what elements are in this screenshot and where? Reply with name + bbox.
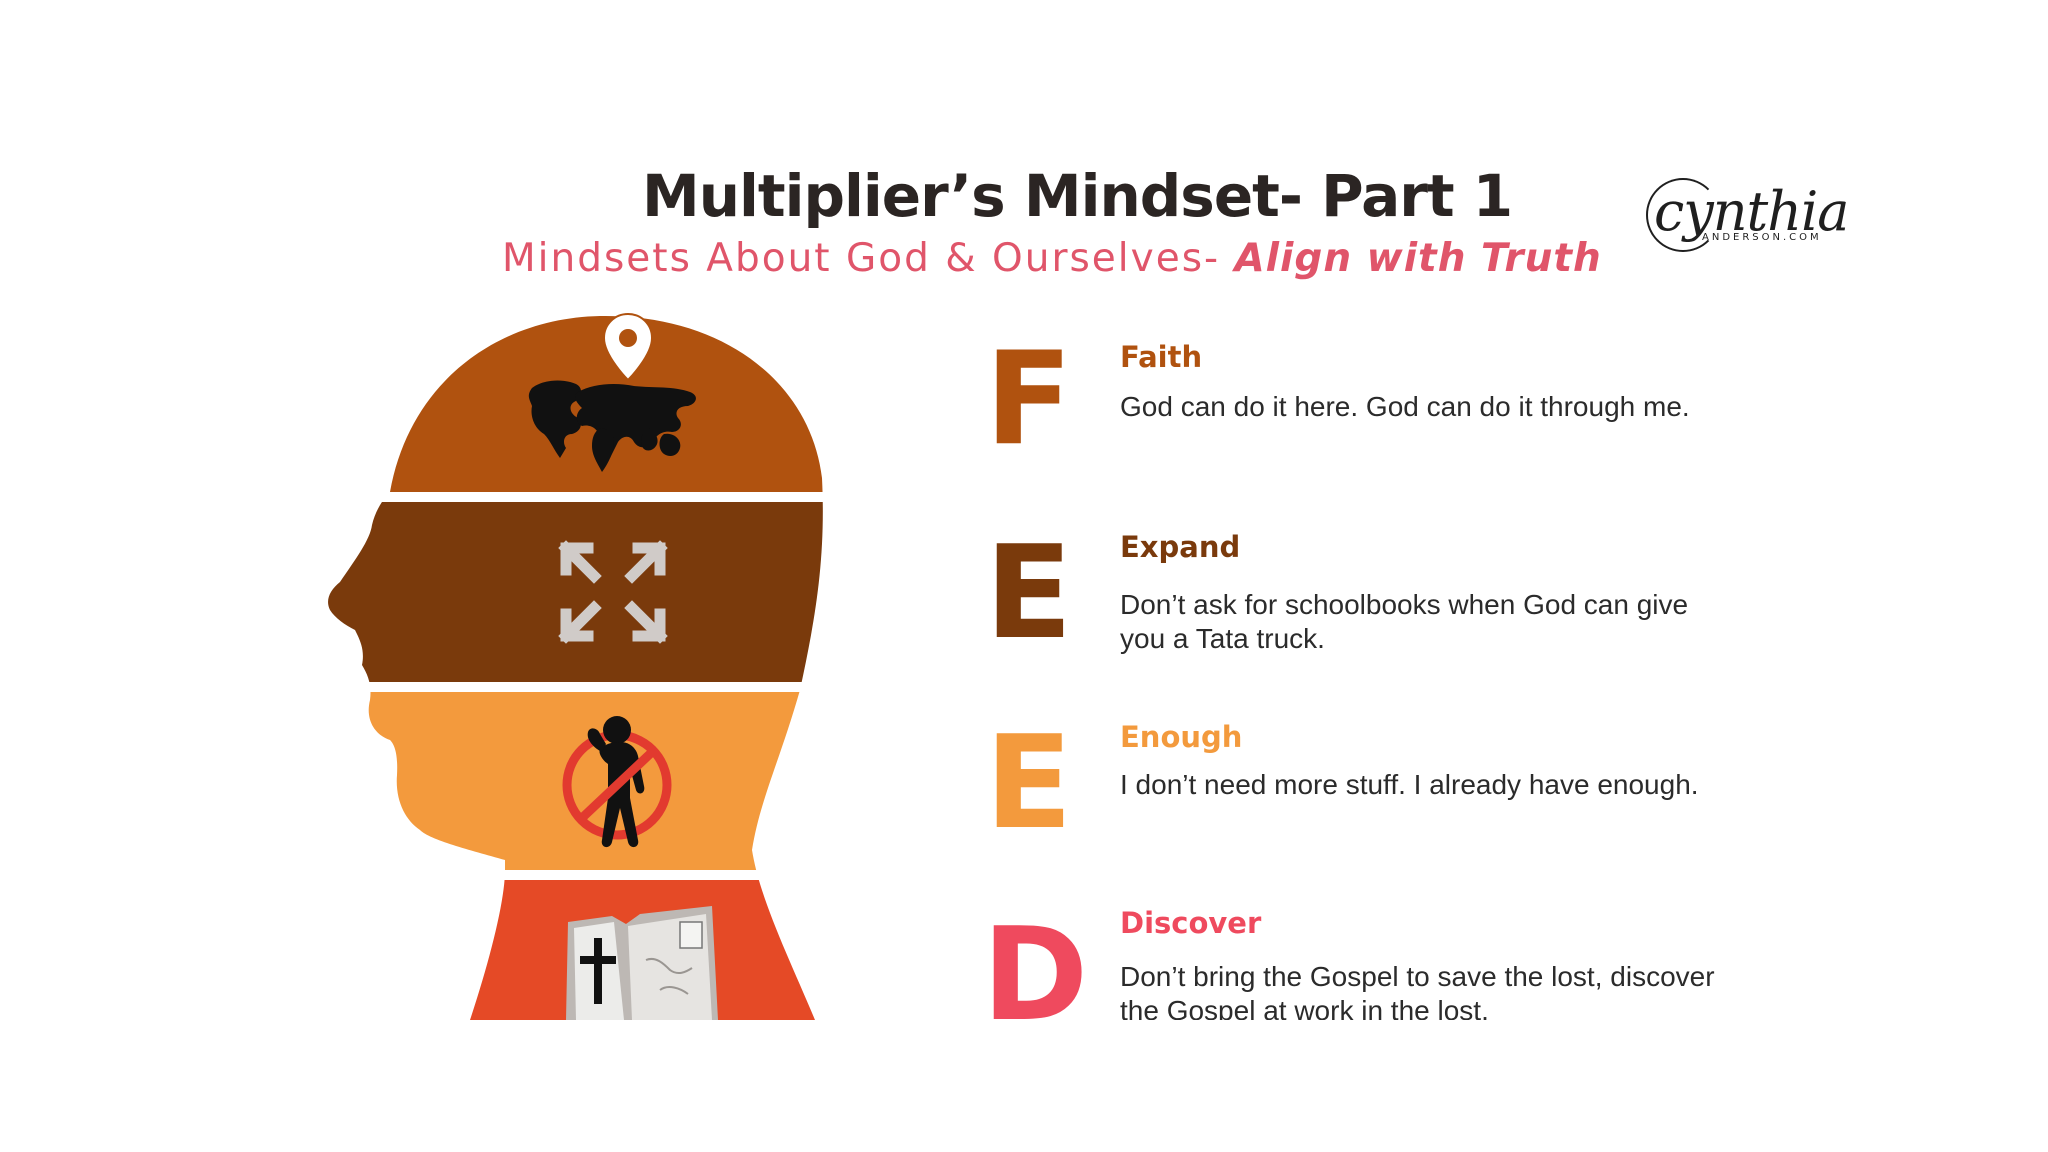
item-body-enough: I don’t need more stuff. I already have … (1120, 769, 1699, 800)
letter-e-enough: E (985, 709, 1073, 858)
item-heading-faith: Faith (1120, 340, 1203, 374)
band-expand (328, 502, 823, 682)
band-enough (328, 692, 823, 870)
world-map-pin-icon (528, 312, 696, 472)
letter-d: D (982, 901, 1089, 1050)
subtitle-emphasis: Align with Truth (1234, 236, 1602, 281)
logo-domain-text: ANDERSON.COM (1702, 232, 1822, 243)
bottom-crop-mask (1100, 1020, 1800, 1152)
logo-script-text: cynthia (1654, 180, 1849, 243)
logo-circle-mark (1646, 178, 1720, 252)
letter-f: F (985, 325, 1073, 474)
item-body-discover: Don’t bring the Gospel to save the lost,… (1120, 961, 1715, 1026)
page-subtitle: Mindsets About God & Ourselves- Align wi… (502, 236, 1602, 281)
item-body-expand: Don’t ask for schoolbooks when God can g… (1120, 589, 1689, 654)
item-heading-enough: Enough (1120, 720, 1243, 754)
letter-e-expand: E (985, 519, 1073, 668)
cynthia-anderson-logo: cynthia ANDERSON.COM (1646, 170, 1849, 260)
item-heading-expand: Expand (1120, 530, 1241, 564)
item-heading-discover: Discover (1120, 906, 1262, 940)
item-body-faith: God can do it here. God can do it throug… (1120, 391, 1690, 422)
expand-arrows-icon (558, 540, 668, 644)
subtitle-main: Mindsets About God & Ourselves- (502, 236, 1235, 281)
page-title: Multiplier’s Mindset- Part 1 (642, 162, 1513, 230)
no-begging-icon (562, 716, 672, 848)
bible-map-icon (566, 906, 718, 1020)
